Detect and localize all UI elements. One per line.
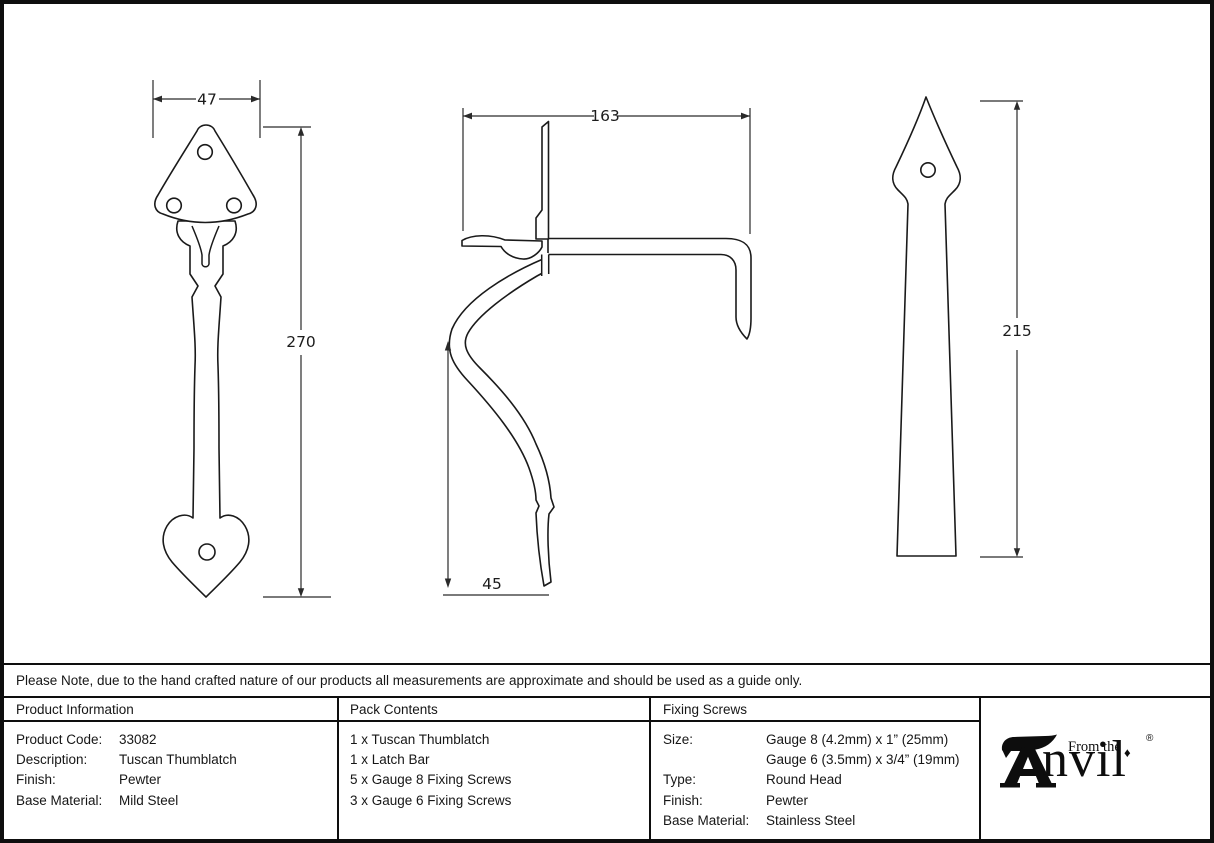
pack-item: 3 x Gauge 6 Fixing Screws [350, 792, 512, 808]
base-material-row: Base Material: Mild Steel [16, 792, 179, 808]
front-view-thumb-notch [191, 225, 220, 268]
front-height-label: 270 [286, 333, 316, 351]
finish-row: Finish: Pewter [16, 772, 162, 788]
product-code-row: Product Code: 33082 [16, 731, 157, 747]
product-information-column: Product Information Product Code: 33082 … [4, 698, 339, 839]
screw-size-row: Size: Gauge 8 (4.2mm) x 1” (25mm) [663, 731, 949, 747]
side-view-drawing: 163 45 [443, 107, 752, 596]
front-view-top-hole [196, 143, 214, 161]
brand-logo-cell: nvil From the ♦ ® [981, 698, 1210, 839]
front-view-drawing: 47 270 [152, 80, 331, 598]
brand-prefix-text: From the [1068, 739, 1121, 755]
pack-contents-header: Pack Contents [339, 698, 649, 722]
screw-base-material-row: Base Material: Stainless Steel [663, 812, 856, 828]
pack-item: 1 x Latch Bar [350, 751, 430, 767]
product-information-header: Product Information [4, 698, 337, 722]
front-view-left-hole [165, 197, 183, 214]
side-height-label: 45 [482, 575, 502, 593]
front-view-width-dimension: 47 [152, 80, 261, 138]
latch-bar-hole [919, 162, 936, 179]
side-view-thumb-pad [461, 234, 543, 260]
measurement-note: Please Note, due to the hand crafted nat… [4, 663, 1210, 698]
front-view-right-hole [225, 197, 243, 214]
diamond-icon: ♦ [1124, 745, 1131, 760]
fixing-screws-column: Fixing Screws Size: Gauge 8 (4.2mm) x 1”… [651, 698, 981, 839]
side-view-backplate [535, 120, 550, 240]
anvil-logo: nvil From the ♦ ® [999, 731, 1184, 796]
technical-drawings: 47 270 163 [152, 80, 1032, 598]
registered-trademark-icon: ® [1146, 733, 1154, 744]
side-view-handle-curve [448, 256, 555, 587]
side-view-width-dimension: 163 [462, 107, 751, 234]
screw-type-row: Type: Round Head [663, 772, 842, 788]
screw-size-row-2: Gauge 6 (3.5mm) x 3/4” (19mm) [766, 751, 960, 767]
latch-bar-height-label: 215 [1002, 322, 1032, 340]
brand-name-text: nvil [1042, 731, 1127, 788]
side-view-height-dimension: 45 [443, 341, 549, 596]
screw-finish-row: Finish: Pewter [663, 792, 809, 808]
front-view-bottom-hole [198, 543, 216, 561]
pack-item: 5 x Gauge 8 Fixing Screws [350, 772, 512, 788]
pack-item: 1 x Tuscan Thumblatch [350, 731, 490, 747]
product-spec-table: Product Information Product Code: 33082 … [4, 698, 1210, 839]
side-view-thumb-bar [547, 237, 752, 340]
latch-bar-drawing: 215 [892, 96, 1032, 558]
front-view-handle [162, 220, 250, 598]
front-width-label: 47 [197, 91, 217, 109]
latch-bar-height-dimension: 215 [980, 100, 1032, 558]
side-width-label: 163 [590, 107, 620, 125]
measurement-note-text: Please Note, due to the hand crafted nat… [16, 673, 803, 688]
description-row: Description: Tuscan Thumblatch [16, 751, 237, 767]
anvil-logo-icon [1000, 734, 1057, 788]
latch-bar-body [892, 96, 961, 557]
front-view-height-dimension: 270 [263, 126, 331, 598]
fixing-screws-header: Fixing Screws [651, 698, 979, 722]
pack-contents-column: Pack Contents 1 x Tuscan Thumblatch 1 x … [339, 698, 651, 839]
